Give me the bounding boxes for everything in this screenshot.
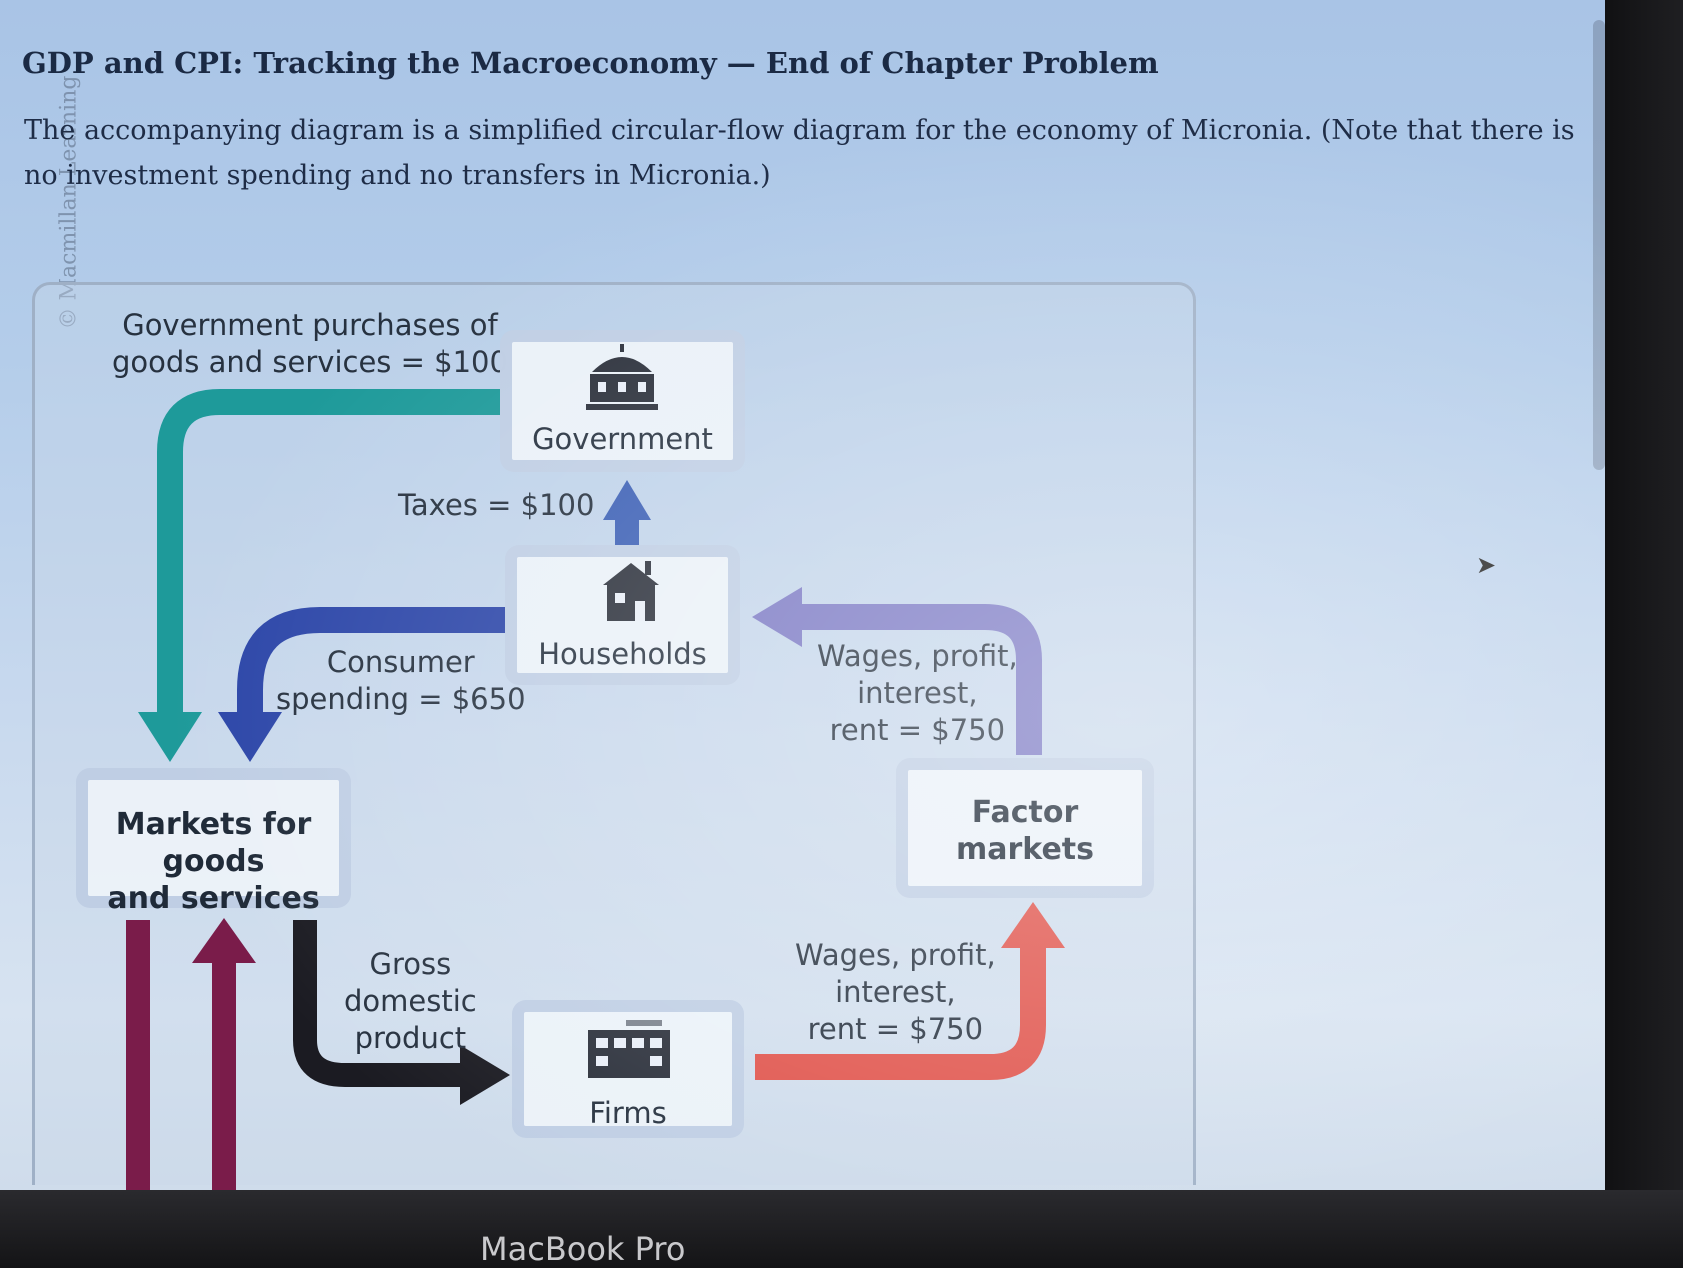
gdp-label: Gross domestic product [344, 947, 477, 1055]
firms-label: Firms [589, 1096, 667, 1130]
house-icon [603, 561, 659, 621]
government-building-icon [586, 344, 658, 410]
laptop-bezel-bottom [0, 1190, 1683, 1268]
gdp-arrowhead [460, 1045, 510, 1105]
markets-goods-services-label: Markets for goods and services [107, 807, 320, 916]
government-label: Government [532, 422, 713, 456]
gov-purchases-arrowhead [138, 712, 202, 762]
laptop-brand-label: MacBook Pro [480, 1230, 686, 1268]
mouse-cursor-icon: ➤ [1476, 551, 1497, 579]
households-label: Households [538, 637, 707, 671]
factor-markets-box: Factor markets [896, 758, 1154, 898]
firms-box: Firms [512, 1000, 744, 1138]
problem-title: GDP and CPI: Tracking the Macroeconomy —… [22, 46, 1159, 80]
circular-flow-arrows [126, 389, 1065, 1190]
problem-text: The accompanying diagram is a simplified… [24, 115, 1575, 191]
wages-top-label: Wages, profit, interest, rent = $750 [817, 639, 1018, 747]
gdp-arrow [293, 920, 462, 1087]
wages-bottom-label: Wages, profit, interest, rent = $750 [795, 938, 996, 1046]
government-box: Government [500, 330, 745, 472]
consumer-spending-arrowhead [218, 712, 282, 762]
wages-to-households-arrow [800, 604, 1042, 755]
taxes-label: Taxes = $100 [398, 488, 595, 522]
wages-to-factor-arrowhead [1001, 902, 1065, 948]
maroon-up-arrowhead [192, 918, 256, 963]
wages-to-factor-arrow [755, 945, 1046, 1080]
gov-purchases-arrow [157, 389, 500, 715]
taxes-arrowhead [603, 480, 651, 520]
gov-purchases-label: Government purchases of goods and servic… [112, 308, 508, 379]
scrollbar[interactable] [1593, 20, 1605, 470]
factor-markets-label: Factor markets [956, 795, 1094, 867]
laptop-screen: © Macmillan Learning GDP and CPI: Tracki… [0, 0, 1605, 1190]
wages-to-households-arrowhead [752, 587, 802, 647]
laptop-bezel-right [1605, 0, 1683, 1268]
consumer-spending-label: Consumer spending = $650 [276, 645, 526, 716]
markets-goods-services-box: Markets for goods and services [76, 768, 351, 916]
factory-icon [588, 1020, 670, 1078]
consumer-spending-arrow [237, 607, 505, 715]
households-box: Households [505, 545, 740, 685]
